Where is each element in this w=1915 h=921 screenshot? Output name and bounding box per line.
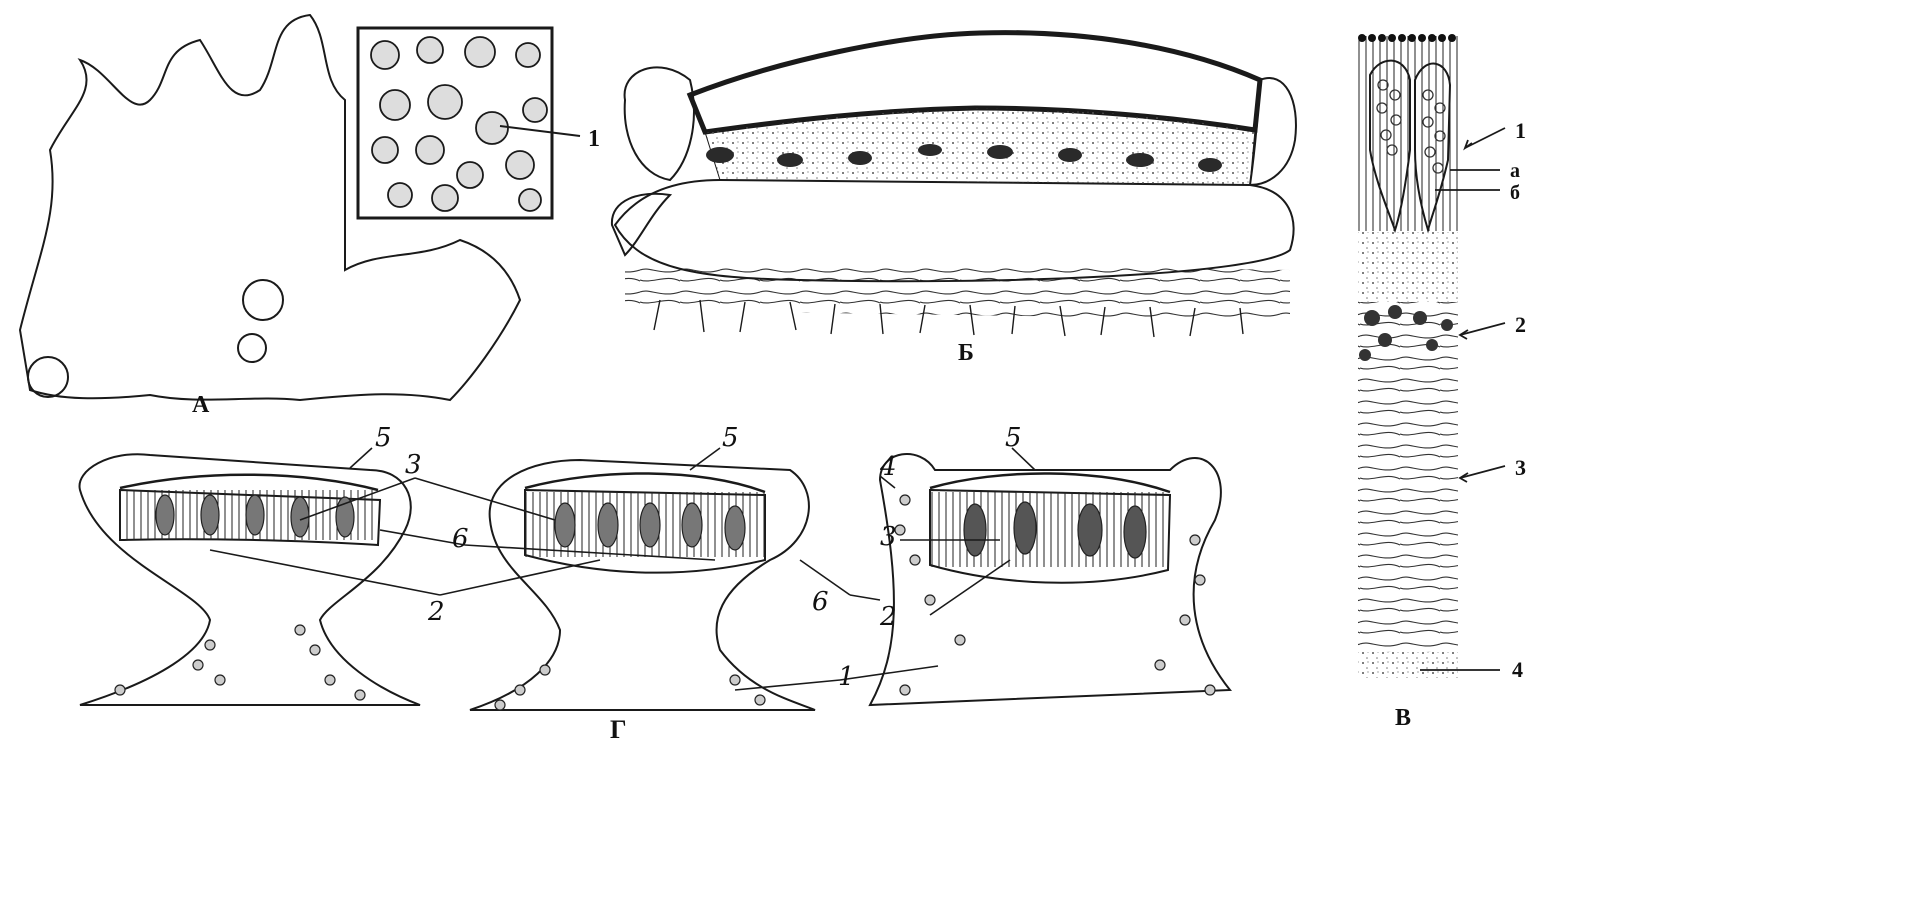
panel-g-callout-3b: 3 — [880, 522, 897, 552]
panel-v-strip-drawing — [1358, 34, 1458, 678]
panel-g-leaders — [210, 448, 1035, 690]
panel-g-callout-1: 1 — [838, 662, 855, 692]
panel-g-apothecium-1 — [80, 454, 420, 705]
panel-g-callout-3a: 3 — [405, 450, 422, 480]
panel-g-callout-4: 4 — [879, 452, 897, 482]
panel-v-callout-1: 1 — [1515, 118, 1526, 143]
panel-v-callout-b: б — [1510, 182, 1520, 204]
panel-g-apothecium-2 — [470, 460, 815, 710]
panel-b-label: Б — [958, 340, 974, 366]
panel-v-callout-3: 3 — [1515, 455, 1526, 480]
panel-v-label: В — [1395, 705, 1411, 731]
panel-v-callout-4: 4 — [1512, 657, 1523, 682]
panel-b-section-drawing — [612, 33, 1296, 337]
panel-g-callout-6b: 6 — [812, 587, 829, 617]
panel-g-callout-5c: 5 — [1005, 423, 1022, 453]
panel-v-callout-2: 2 — [1515, 312, 1526, 337]
panel-a-callout-1: 1 — [588, 126, 600, 152]
panel-g-callout-5a: 5 — [375, 423, 392, 453]
panel-g-callout-2b: 2 — [879, 602, 897, 632]
panel-g-callout-2a: 2 — [427, 597, 445, 627]
panel-g-callout-6a: 6 — [452, 524, 469, 554]
panel-g-label: Г — [610, 715, 627, 744]
panel-a-label: А — [192, 392, 210, 418]
panel-g-callout-5b: 5 — [722, 423, 739, 453]
panel-v-callout-a: а — [1510, 160, 1520, 182]
panel-a-inset-magnified — [358, 28, 552, 218]
